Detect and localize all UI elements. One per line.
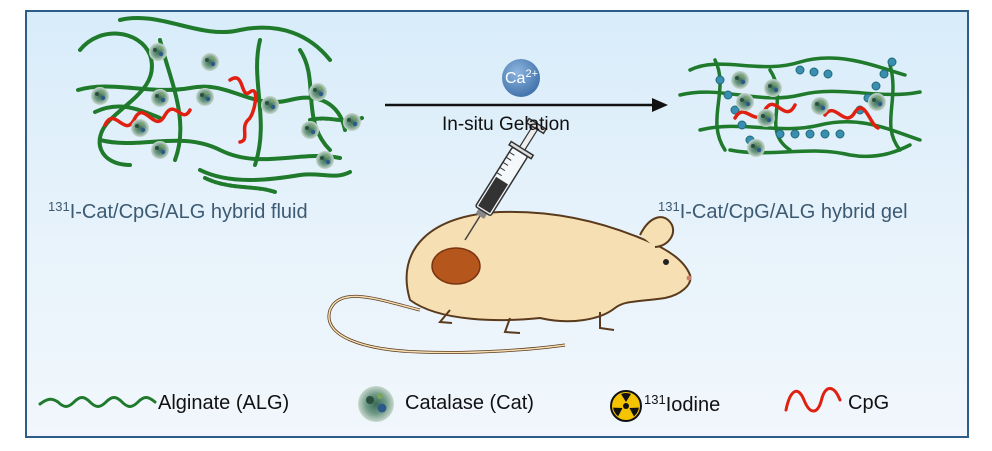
mouse-icon bbox=[327, 210, 692, 355]
legend-iodine: 131Iodine bbox=[644, 392, 721, 416]
legend-alginate: Alginate (ALG) bbox=[158, 392, 290, 414]
gel-label: 131I-Cat/CpG/ALG hybrid gel bbox=[658, 199, 908, 223]
arrow-head bbox=[652, 98, 668, 112]
alginate-strand-icon bbox=[38, 396, 157, 408]
gel-cpg bbox=[733, 102, 880, 130]
radiation-icon bbox=[610, 390, 642, 422]
fluid-label: 131I-Cat/CpG/ALG hybrid fluid bbox=[48, 199, 308, 223]
fluid-network bbox=[76, 15, 364, 194]
calcium-label: Ca2+ bbox=[505, 68, 538, 87]
fluid-cpg bbox=[103, 76, 258, 144]
cpg-icon bbox=[784, 387, 842, 413]
syringe-icon bbox=[464, 117, 548, 241]
legend-cpg: CpG bbox=[848, 392, 890, 414]
catalase-icon bbox=[358, 386, 394, 422]
legend-catalase: Catalase (Cat) bbox=[405, 392, 534, 414]
gel-crosslinks bbox=[715, 57, 897, 145]
tumor bbox=[431, 247, 481, 285]
gelation-label: In-situ Gelation bbox=[442, 114, 570, 135]
gel-catalase bbox=[731, 71, 886, 157]
calcium-ion-icon bbox=[502, 59, 540, 97]
